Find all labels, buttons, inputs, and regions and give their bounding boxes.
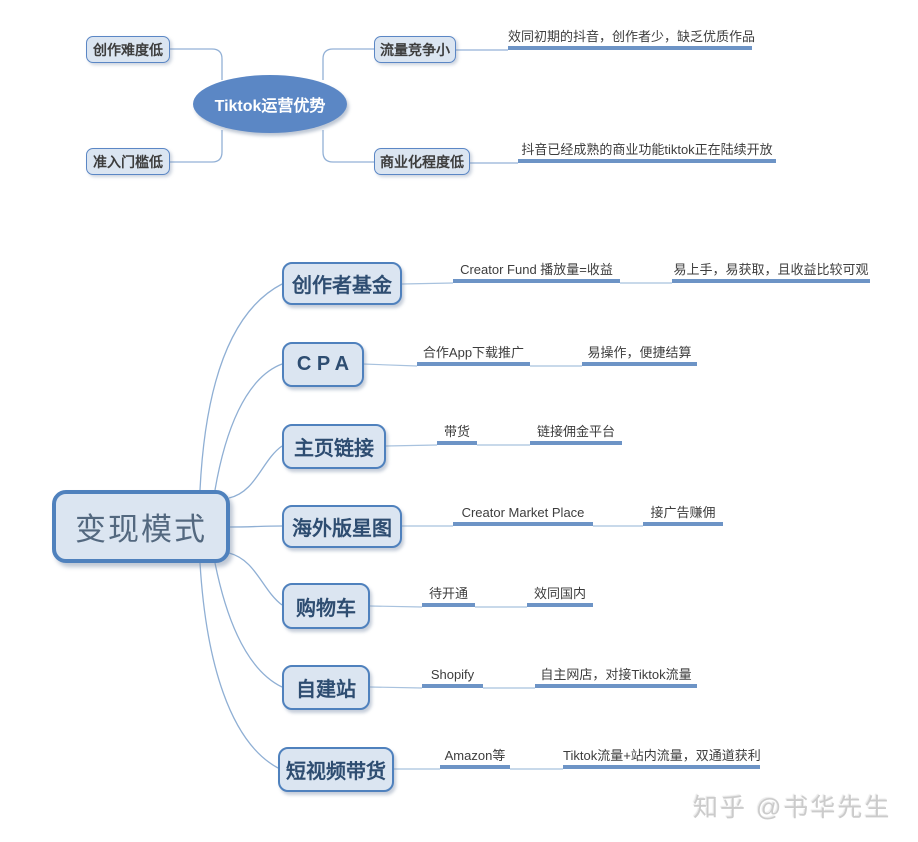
note-line bbox=[362, 363, 418, 367]
note-shopping-cart-2: 效同国内 bbox=[527, 585, 593, 607]
zhihu-watermark: 知乎 @书华先生 bbox=[693, 794, 892, 822]
connector-creation-difficulty bbox=[170, 48, 223, 80]
note-short-video-2: Tiktok流量+站内流量，双通道获利 bbox=[563, 747, 761, 769]
branch-node-own-site: 自建站 bbox=[282, 665, 370, 710]
center-node-monetization-modes: 变现模式 bbox=[52, 490, 230, 563]
curve-shopping-cart bbox=[228, 552, 283, 606]
connector-commercialization bbox=[322, 130, 374, 163]
note-profile-link-2: 链接佣金平台 bbox=[530, 423, 622, 445]
note-cpa-1: 合作App下载推广 bbox=[417, 344, 530, 366]
branch-node-shopping-cart: 购物车 bbox=[282, 583, 370, 629]
center-node-tiktok-advantages: Tiktok运营优势 bbox=[193, 75, 347, 133]
branch-node-profile-link: 主页链接 bbox=[282, 424, 386, 469]
curve-own-site bbox=[214, 562, 283, 688]
note-creator-fund-1: Creator Fund 播放量=收益 bbox=[453, 261, 620, 283]
connector-entry-threshold bbox=[170, 130, 223, 163]
curve-cpa bbox=[214, 363, 283, 491]
note-own-site-1: Shopify bbox=[422, 666, 483, 688]
curve-profile-link bbox=[228, 445, 283, 499]
note-cpa-2: 易操作，便捷结算 bbox=[582, 344, 697, 366]
node-commercialization-low: 商业化程度低 bbox=[374, 148, 470, 175]
note-line bbox=[401, 282, 454, 285]
curve-short-video bbox=[199, 562, 279, 769]
note-line bbox=[385, 444, 438, 447]
bottom-map-note-lines bbox=[362, 282, 672, 770]
note-creator-fund-2: 易上手，易获取，且收益比较可观 bbox=[672, 261, 870, 283]
top-map-connectors bbox=[170, 48, 518, 164]
note-traffic-competition: 效同初期的抖音，创作者少，缺乏优质作品 bbox=[508, 28, 755, 50]
note-line bbox=[369, 605, 423, 608]
branch-node-overseas-star-map: 海外版星图 bbox=[282, 505, 402, 548]
branch-node-cpa: C P A bbox=[282, 342, 364, 387]
branch-node-short-video-ecommerce: 短视频带货 bbox=[278, 747, 394, 792]
note-line bbox=[369, 686, 423, 689]
node-creation-difficulty-low: 创作难度低 bbox=[86, 36, 170, 63]
connector-traffic-competition bbox=[322, 48, 374, 80]
curve-overseas-star bbox=[229, 525, 283, 528]
note-short-video-1: Amazon等 bbox=[440, 747, 510, 769]
branch-node-creator-fund: 创作者基金 bbox=[282, 262, 402, 305]
curve-creator-fund bbox=[199, 283, 283, 491]
note-commercialization: 抖音已经成熟的商业功能tiktok正在陆续开放 bbox=[518, 141, 776, 163]
note-profile-link-1: 带货 bbox=[437, 423, 477, 445]
node-traffic-competition-small: 流量竞争小 bbox=[374, 36, 456, 63]
note-own-site-2: 自主网店，对接Tiktok流量 bbox=[535, 666, 697, 688]
note-overseas-star-2: 接广告赚佣 bbox=[643, 504, 723, 526]
note-overseas-star-1: Creator Market Place bbox=[453, 504, 593, 526]
node-entry-threshold-low: 准入门槛低 bbox=[86, 148, 170, 175]
note-shopping-cart-1: 待开通 bbox=[422, 585, 475, 607]
bottom-map-branch-curves bbox=[199, 283, 283, 769]
